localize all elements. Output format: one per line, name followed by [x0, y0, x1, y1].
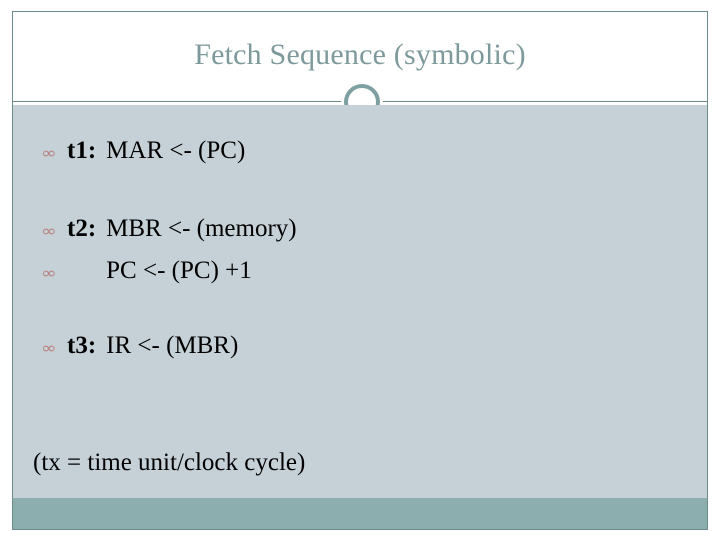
- list-item: ∞ t1: MAR <- (PC): [41, 137, 245, 165]
- footer-accent-bar: [13, 498, 707, 529]
- footnote-text: (tx = time unit/clock cycle): [33, 449, 306, 476]
- fleuron-bullet-icon: ∞: [41, 222, 57, 240]
- page-title: Fetch Sequence (symbolic): [194, 38, 526, 71]
- list-item: ∞ t2: PC <- (PC) +1: [41, 257, 252, 285]
- fleuron-bullet-icon: ∞: [41, 339, 57, 357]
- list-item: ∞ t2: MBR <- (memory): [41, 215, 297, 243]
- slide-body: ∞ t1: MAR <- (PC) ∞ t2: MBR <- (memory) …: [13, 105, 707, 498]
- time-step-label: t2:: [67, 215, 97, 242]
- fleuron-bullet-icon: ∞: [41, 144, 57, 162]
- time-step-label: t1:: [67, 137, 97, 164]
- slide-frame: Fetch Sequence (symbolic) ∞ t1: MAR <- (…: [12, 11, 708, 530]
- time-step-label: t3:: [67, 332, 97, 359]
- micro-operation-text: PC <- (PC) +1: [106, 257, 252, 284]
- fleuron-bullet-icon: ∞: [41, 264, 57, 282]
- micro-operation-text: MAR <- (PC): [106, 137, 246, 164]
- micro-operation-text: IR <- (MBR): [106, 332, 239, 359]
- list-item: ∞ t3: IR <- (MBR): [41, 332, 238, 360]
- micro-operation-text: MBR <- (memory): [106, 215, 297, 242]
